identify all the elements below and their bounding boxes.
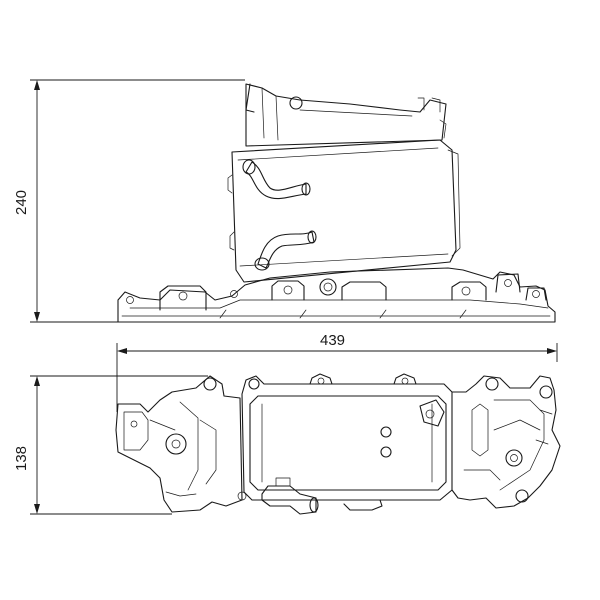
- boss-4: [341, 281, 387, 301]
- base-flange-inner: [129, 299, 549, 309]
- boss-7: [525, 287, 547, 301]
- left-flange-ribs: [149, 401, 217, 491]
- cooler-clip: [419, 399, 445, 427]
- top-boss-2-hole: [401, 377, 409, 385]
- left-flange: [115, 375, 243, 513]
- top-tank: [245, 83, 447, 147]
- dimension-label-439: 439: [320, 332, 345, 349]
- arrow-up2: [34, 376, 40, 386]
- top-tank-lines: [261, 87, 413, 141]
- dimension-height-top: 138: [13, 375, 208, 515]
- boss-9-hole: [230, 290, 238, 298]
- boss-3: [319, 278, 337, 296]
- dimension-label-138: 138: [13, 446, 30, 471]
- top-tank-boss: [289, 96, 303, 110]
- right-slot: [471, 403, 489, 457]
- pipe-upper-outlet: [301, 182, 311, 196]
- cooler-port-1: [380, 426, 392, 438]
- boss-5-hole: [461, 286, 471, 296]
- base-ribs: [219, 309, 467, 319]
- right-flange-hole-top: [485, 377, 499, 391]
- left-flange-port: [165, 433, 187, 455]
- top-tank-end: [439, 119, 447, 139]
- top-tank-bracket: [245, 83, 255, 113]
- left-inlet: [123, 411, 149, 451]
- arrow-right: [547, 348, 557, 354]
- arrow-down2: [34, 504, 40, 514]
- arrow-left: [117, 348, 127, 354]
- top-boss-2: [393, 373, 417, 385]
- boss-1-hole: [178, 291, 188, 301]
- arrow-up: [34, 80, 40, 90]
- cooler-port-2: [380, 446, 392, 458]
- boss-5: [451, 281, 487, 301]
- dimension-label-240: 240: [13, 190, 30, 215]
- cooler-top-inner: [249, 395, 447, 491]
- boss-1: [159, 285, 207, 311]
- boss-2: [271, 280, 305, 301]
- top-view-pipe-boss: [237, 491, 247, 501]
- top-tank-clip: [417, 97, 441, 113]
- pipe-upper: [245, 161, 307, 200]
- boss-8-hole: [126, 296, 134, 304]
- cooler-body: [231, 139, 457, 283]
- right-flange-port-inner: [510, 454, 518, 462]
- boss-7-hole: [532, 290, 540, 298]
- pipe-lower-end: [254, 257, 270, 271]
- pipe-upper-end: [242, 159, 256, 175]
- right-flange-hole-corner: [539, 385, 553, 399]
- right-flange-ribs: [463, 399, 545, 491]
- cooler-top-edges: [261, 403, 433, 483]
- cooler-top-body: [241, 375, 453, 501]
- cooler-clip-hole: [425, 409, 435, 419]
- bottom-boss: [343, 499, 383, 511]
- cooler-side-tabs: [227, 174, 235, 251]
- cooler-top-boss: [248, 378, 260, 390]
- left-inlet-hole: [130, 420, 138, 428]
- dimension-length: 439: [116, 332, 558, 412]
- left-flange-port-inner: [171, 439, 181, 449]
- base-bosses: [126, 273, 547, 311]
- boss-6-hole: [504, 279, 512, 287]
- boss-3-hole: [323, 282, 333, 292]
- right-flange-hole-bottom: [515, 489, 529, 503]
- side-view: [117, 83, 556, 323]
- dimension-height-side: 240: [13, 79, 245, 323]
- top-boss-1-hole: [317, 377, 325, 385]
- top-view: [115, 373, 561, 515]
- boss-6: [495, 273, 521, 293]
- top-view-pipe: [261, 485, 317, 515]
- pipe-lower: [257, 231, 315, 269]
- right-flange: [451, 375, 561, 509]
- top-view-pipe-end: [309, 497, 319, 513]
- top-boss-1: [309, 373, 333, 385]
- boss-2-hole: [283, 285, 293, 295]
- right-flange-detail: [535, 409, 553, 445]
- pipe-lower-outlet: [307, 230, 317, 244]
- left-flange-lower: [165, 491, 197, 497]
- cooler-body-edges: [237, 147, 449, 267]
- cooler-right-edge: [447, 149, 461, 257]
- arrow-down: [34, 312, 40, 322]
- right-flange-port: [505, 449, 523, 467]
- base-flange-outline: [117, 267, 556, 323]
- top-view-pipe-flange: [275, 477, 291, 487]
- left-flange-hole-top: [203, 377, 217, 391]
